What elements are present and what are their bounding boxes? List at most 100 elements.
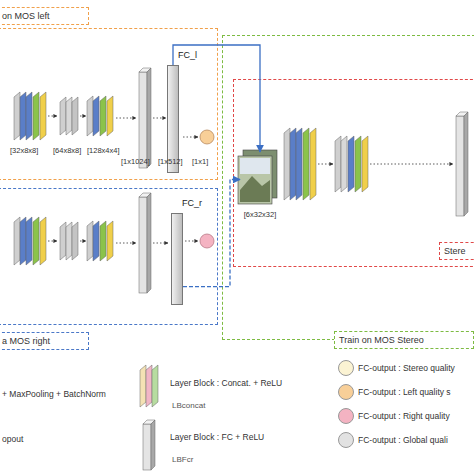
group-box: a MOS rightFC_r xyxy=(0,188,218,325)
dimension-label: [64x8x8] xyxy=(53,146,87,155)
conv-slab xyxy=(33,92,39,140)
group-title: Stere xyxy=(439,242,474,260)
legend-swatch xyxy=(338,360,354,376)
flow-arrow xyxy=(48,116,57,117)
fc-bar-icon xyxy=(151,420,155,470)
dimension-label: [32x8x8] xyxy=(10,146,44,155)
group-box: Stere [6x32x32] xyxy=(233,79,474,267)
fc-bar xyxy=(147,193,151,293)
group-title: a MOS right xyxy=(0,332,89,350)
dimension-label: [128x4x4] xyxy=(87,146,125,155)
conv-slab xyxy=(296,128,302,200)
connector xyxy=(173,45,260,152)
flow-arrow xyxy=(116,243,136,244)
output-circle xyxy=(200,234,214,248)
concat-slab xyxy=(146,365,152,407)
legend-text: opout xyxy=(2,434,62,445)
conv-slab xyxy=(60,97,66,135)
input-image: [6x32x32] xyxy=(240,152,280,207)
conv-slab xyxy=(20,92,26,140)
legend-icons xyxy=(140,365,158,470)
conv-slab xyxy=(66,97,72,135)
layer-name: FC_l xyxy=(178,50,208,61)
conv-slab xyxy=(100,221,106,261)
conv-slab xyxy=(310,128,316,200)
conv-slab xyxy=(335,136,341,192)
fc-bar xyxy=(464,112,468,216)
conv-slab xyxy=(60,222,66,260)
conv-blocks-stereo xyxy=(284,112,468,216)
flow-arrow xyxy=(370,164,453,165)
flow-arrow xyxy=(153,118,166,119)
image-frame xyxy=(238,156,272,204)
fc-bar: FC_l xyxy=(167,65,179,173)
conv-slab xyxy=(66,222,72,260)
conv-slab xyxy=(100,96,106,136)
flow-arrow xyxy=(185,241,198,242)
dimension-label: [6x32x32] xyxy=(236,210,284,219)
fc-bar: FC_r xyxy=(171,213,183,305)
conv-slab xyxy=(72,97,78,135)
legend-text: FC-output : Left quality s xyxy=(358,387,474,398)
conv-slab xyxy=(33,217,39,265)
concat-slab xyxy=(140,365,146,407)
legend-text: + MaxPooling + BatchNorm xyxy=(2,389,134,400)
conv-slab xyxy=(72,222,78,260)
conv-slab xyxy=(14,217,20,265)
conv-slab xyxy=(40,217,46,265)
flow-arrow xyxy=(116,118,136,119)
conv-slab xyxy=(93,96,99,136)
output-circle xyxy=(200,130,214,144)
conv-slab xyxy=(107,221,113,261)
conv-slab xyxy=(355,136,361,192)
conv-slab xyxy=(20,217,26,265)
fc-bar-icon xyxy=(143,424,151,470)
legend-swatch xyxy=(338,432,354,448)
conv-slab xyxy=(362,136,368,192)
legend-text: FC-output : Global quali xyxy=(358,435,474,446)
conv-slab xyxy=(303,128,309,200)
flow-arrow xyxy=(318,164,333,165)
group-title: Train on MOS Stereo xyxy=(334,331,474,349)
flow-arrow xyxy=(80,241,86,242)
fc-bar xyxy=(456,116,464,216)
fc-bar xyxy=(139,197,147,293)
conv-slab xyxy=(348,136,354,192)
legend-text: Layer Block : Concat. + ReLU xyxy=(170,378,320,389)
conv-slab xyxy=(14,92,20,140)
dimension-label: [1x1] xyxy=(192,157,214,166)
flow-arrow xyxy=(183,137,198,138)
conv-slab xyxy=(284,128,290,200)
legend-text: FC-output : Stereo quality xyxy=(358,363,474,374)
conv-slab xyxy=(26,92,32,140)
conv-slab xyxy=(87,96,93,136)
block-abbreviation: LBconcat xyxy=(172,401,232,410)
concat-slab xyxy=(152,365,158,407)
dimension-label: [1x1024] xyxy=(121,157,155,166)
conv-slab xyxy=(93,221,99,261)
group-box: on MOS leftFC_l xyxy=(0,28,218,180)
image-sky xyxy=(240,158,270,174)
layer-name: FC_r xyxy=(182,198,212,209)
block-abbreviation: LBFcr xyxy=(172,455,232,464)
legend-swatch xyxy=(338,408,354,424)
flow-arrow xyxy=(48,241,57,242)
legend-text: FC-output : Right quality xyxy=(358,411,474,422)
image-ground xyxy=(240,176,270,202)
flow-arrow xyxy=(80,116,86,117)
conv-blocks-right xyxy=(14,193,151,293)
flow-arrow xyxy=(153,243,168,244)
conv-slab xyxy=(107,96,113,136)
conv-slab xyxy=(26,217,32,265)
stereo-image xyxy=(238,150,277,204)
legend-swatch xyxy=(338,384,354,400)
fc-bar xyxy=(147,68,151,168)
conv-slab xyxy=(341,136,347,192)
legend-text: Layer Block : FC + ReLU xyxy=(170,432,320,443)
group-title: on MOS left xyxy=(0,7,89,25)
conv-slab xyxy=(40,92,46,140)
fc-bar xyxy=(139,72,147,168)
